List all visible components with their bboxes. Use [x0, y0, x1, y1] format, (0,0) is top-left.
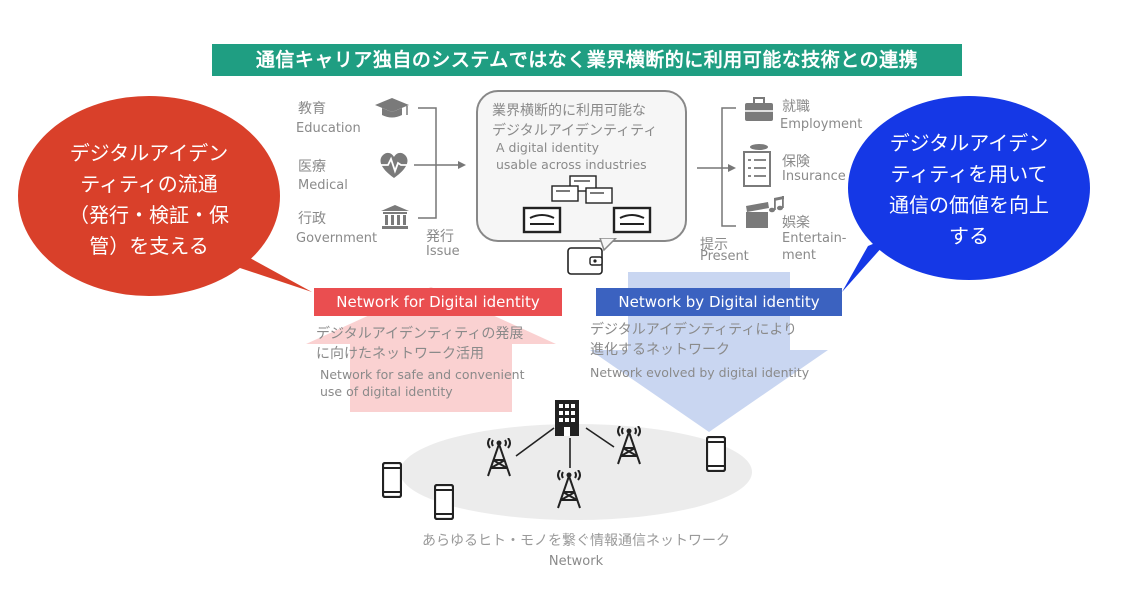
right-desc-jp-line2: 進化するネットワーク	[590, 342, 730, 358]
building-icon	[555, 400, 579, 436]
target-entertainment-en-2: ment	[782, 248, 816, 263]
network-by-digital-identity-tag: Network by Digital identity	[596, 288, 842, 316]
center-en-line2: usable across industries	[496, 157, 647, 172]
source-education-en: Education	[296, 121, 361, 136]
source-medical-jp: 医療	[298, 159, 326, 175]
left-desc-en-line1: Network for safe and convenient	[320, 367, 525, 382]
smartphone-icon	[382, 462, 402, 498]
left-bubble-line3: （発行・検証・保	[69, 203, 229, 227]
digital-identity-box: 業界横断的に利用可能な デジタルアイデンティティ A digital ident…	[476, 90, 687, 242]
cell-tower-icon	[617, 426, 641, 465]
target-entertainment-en-1: Entertain-	[782, 231, 847, 246]
government-building-icon	[381, 205, 409, 229]
right-desc-jp-line1: デジタルアイデンティティにより	[590, 322, 798, 338]
center-jp-line1: 業界横断的に利用可能な	[492, 103, 646, 119]
graduation-cap-icon	[375, 98, 409, 118]
pink-up-arrow	[306, 287, 556, 412]
right-bubble-line4: する	[949, 224, 989, 248]
left-bubble-line4: 管）を支える	[89, 234, 209, 258]
right-speech-bubble: デジタルアイデン ティティを用いて 通信の価値を向上 する	[848, 96, 1090, 280]
present-label-jp: 提示	[700, 237, 728, 253]
center-jp-line2: デジタルアイデンティティ	[492, 123, 658, 139]
left-speech-bubble: デジタルアイデン ティティの流通 （発行・検証・保 管）を支える	[18, 96, 280, 296]
left-desc-jp-line2: に向けたネットワーク活用	[316, 346, 484, 362]
insurance-checklist-icon	[743, 144, 771, 187]
target-entertainment-jp: 娯楽	[782, 215, 810, 231]
wallet-icon	[567, 238, 618, 275]
right-bubble-line3: 通信の価値を向上	[889, 193, 1049, 217]
source-medical-en: Medical	[298, 178, 348, 193]
left-desc-en-line2: use of digital identity	[320, 384, 453, 399]
target-insurance-en: Insurance	[782, 169, 846, 184]
source-government-jp: 行政	[298, 211, 326, 227]
issue-label-en: Issue	[426, 244, 460, 259]
network-label-en: Network	[548, 554, 604, 569]
network-for-digital-identity-tag: Network for Digital identity	[314, 288, 562, 316]
network-label-jp: あらゆるヒト・モノを繋ぐ情報通信ネットワーク	[422, 533, 730, 549]
left-desc-jp-line1: デジタルアイデンティティの発展	[316, 326, 524, 342]
heart-pulse-icon	[380, 152, 408, 178]
source-government-en: Government	[296, 231, 378, 246]
left-bubble-line1: デジタルアイデン	[69, 141, 229, 165]
issue-label-jp: 発行	[426, 229, 454, 245]
entertainment-icon	[746, 196, 784, 228]
cell-tower-icon	[487, 438, 511, 477]
right-desc-en-line1: Network evolved by digital identity	[590, 365, 810, 380]
cell-tower-icon	[557, 470, 581, 509]
smartphone-icon	[434, 484, 454, 520]
smartphone-icon	[706, 436, 726, 472]
right-bubble-line1: デジタルアイデン	[889, 131, 1049, 155]
page-title-banner: 通信キャリア独自のシステムではなく業界横断的に利用可能な技術との連携	[212, 44, 962, 76]
briefcase-icon	[745, 97, 773, 121]
present-label-en: Present	[700, 249, 749, 264]
id-cards-icon	[522, 175, 652, 234]
target-employment-jp: 就職	[782, 99, 810, 115]
target-insurance-jp: 保険	[782, 154, 810, 170]
target-employment-en: Employment	[780, 117, 863, 132]
right-bubble-line2: ティティを用いて	[890, 162, 1048, 186]
left-bubble-line2: ティティの流通	[80, 172, 218, 196]
center-en-line1: A digital identity	[496, 140, 600, 155]
source-education-jp: 教育	[298, 101, 326, 117]
